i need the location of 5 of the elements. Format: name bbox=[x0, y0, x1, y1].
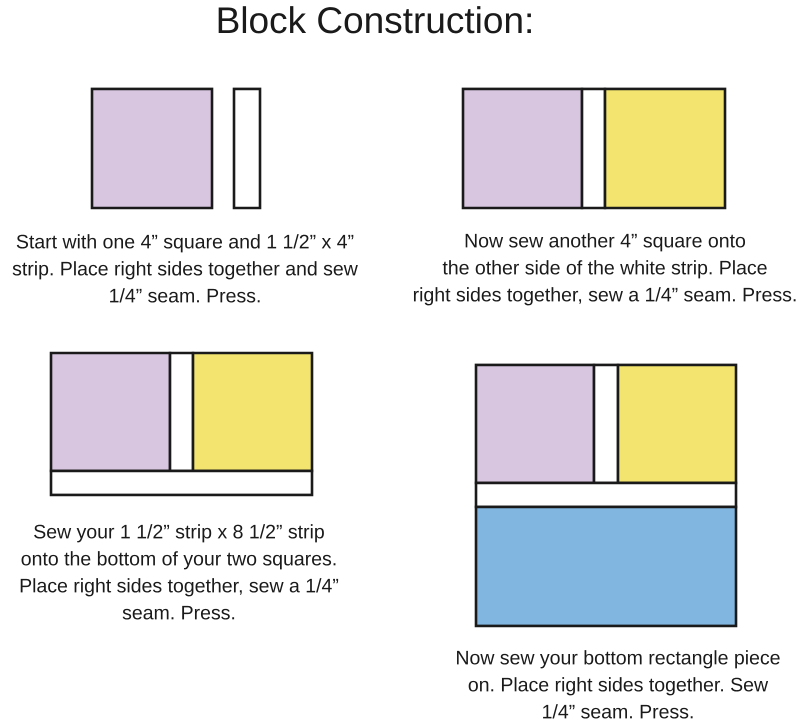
instruction-text: Start with one 4” square and 1 1/2” x 4” strip. Place right sides together and sew 1/4” seam. Press. bbox=[12, 234, 358, 302]
instruction-text: Sew your 1 1/2” strip x 8 1/2” strip onto the bottom of your two squares. Place right sides together, sew a 1/4” seam. Press. bbox=[20, 524, 338, 620]
instruction-text: Now sew your bottom rectangle piece on. Place right sides together. Sew 1/4” seam. Press. bbox=[457, 650, 780, 718]
title: Block Construction: bbox=[218, 6, 531, 34]
instruction-text: Now sew another 4” square onto the other side of the white strip. Place right sides together, sew a 1/4” seam. Press. bbox=[414, 233, 796, 306]
